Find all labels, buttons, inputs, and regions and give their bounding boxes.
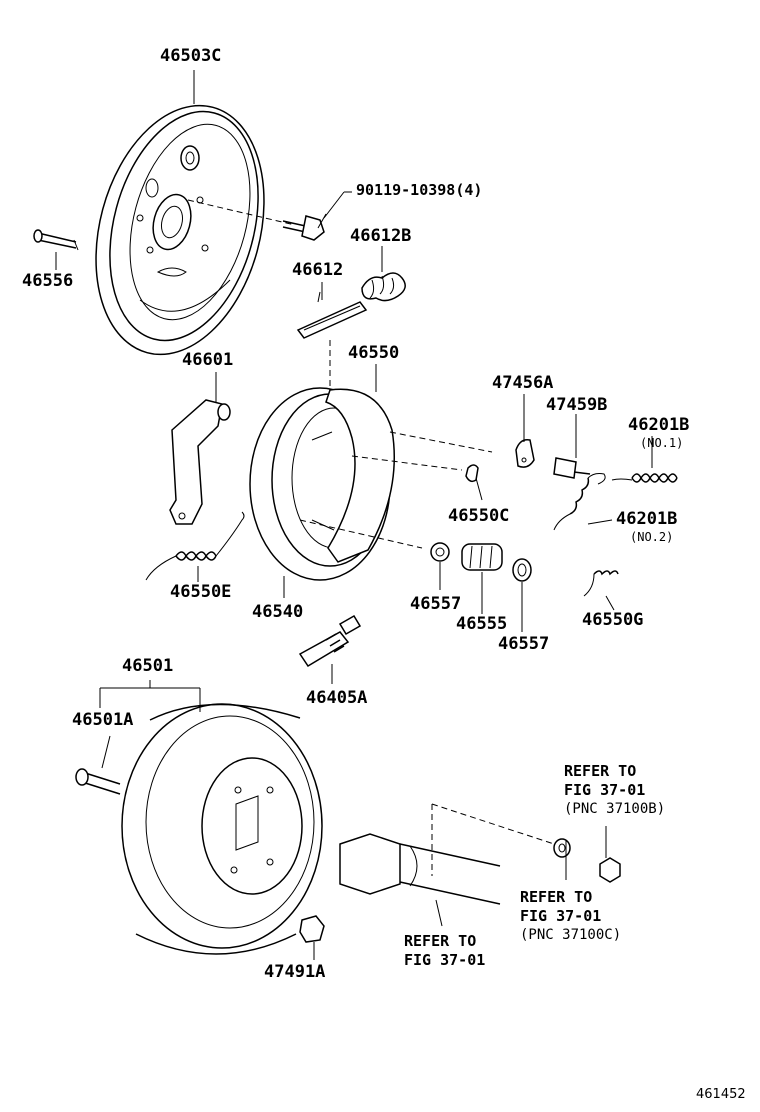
leader-lines <box>55 70 653 960</box>
ref-line1: REFER TO <box>404 932 477 950</box>
label-46601: 46601 <box>182 350 234 370</box>
spring-46612B-drawing <box>361 272 406 302</box>
reference-note-37100C: REFER TO FIG 37-01 (PNC 37100C) <box>520 888 621 945</box>
adjuster-46405A-drawing <box>298 614 362 668</box>
ref-line2: FIG 37-01 <box>520 907 602 925</box>
small-parts-drawing <box>430 438 678 597</box>
nut-47491A-drawing <box>299 915 325 943</box>
label-46501A: 46501A <box>72 710 134 730</box>
label-47491A: 47491A <box>264 962 326 982</box>
strut-46612-drawing <box>296 291 368 339</box>
label-no1: (NO.1) <box>640 436 684 450</box>
spring-46550E-drawing <box>145 511 245 581</box>
bolt-90119-drawing <box>187 199 327 241</box>
bolt-46556-drawing <box>33 229 79 251</box>
label-46556: 46556 <box>22 271 74 291</box>
brake-drum-drawing <box>99 680 323 955</box>
lever-46601-drawing <box>169 399 231 525</box>
reference-note-shaft: REFER TO FIG 37-01 <box>404 932 485 970</box>
label-46557-b: 46557 <box>498 634 550 654</box>
ref-line3: (PNC 37100B) <box>564 801 666 817</box>
ref-line1: REFER TO <box>564 762 637 780</box>
ref-line2: FIG 37-01 <box>564 781 646 799</box>
ref-line2: FIG 37-01 <box>404 951 486 969</box>
label-46550E: 46550E <box>170 582 232 602</box>
label-46201B-no1: 46201B <box>628 415 690 435</box>
brake-shoes-drawing <box>249 340 493 581</box>
label-46550G: 46550G <box>582 610 644 630</box>
label-46557-a: 46557 <box>410 594 462 614</box>
backing-plate-drawing <box>95 104 265 356</box>
label-46201B-no2: 46201B <box>616 509 678 529</box>
label-46540: 46540 <box>252 602 304 622</box>
label-46405A: 46405A <box>306 688 368 708</box>
label-46612B: 46612B <box>350 226 412 246</box>
drive-shaft-drawing <box>339 803 621 927</box>
label-46612: 46612 <box>292 260 344 280</box>
label-90119-10398: 90119-10398(4) <box>356 181 483 199</box>
label-47459B: 47459B <box>546 395 608 415</box>
label-46555: 46555 <box>456 614 508 634</box>
ref-line3: (PNC 37100C) <box>520 927 622 943</box>
label-46550: 46550 <box>348 343 400 363</box>
label-no2: (NO.2) <box>630 530 674 544</box>
bolt-46501A-drawing <box>75 768 121 795</box>
label-47456A: 47456A <box>492 373 554 393</box>
figure-number: 461452 <box>696 1087 746 1102</box>
label-46550C: 46550C <box>448 506 510 526</box>
label-46501: 46501 <box>122 656 174 676</box>
label-46503C: 46503C <box>160 46 222 66</box>
reference-note-37100B: REFER TO FIG 37-01 (PNC 37100B) <box>564 762 665 819</box>
ref-line1: REFER TO <box>520 888 593 906</box>
